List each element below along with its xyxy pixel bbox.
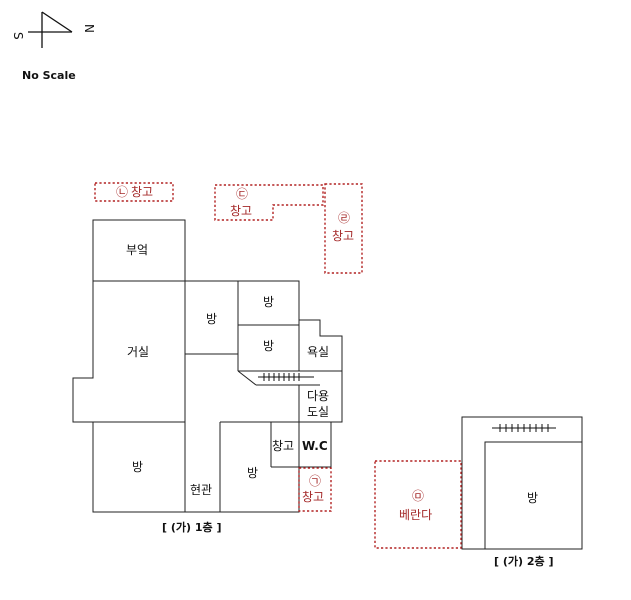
balcony-mark: ㉤ <box>412 489 424 503</box>
annex-storage-a <box>298 467 332 512</box>
balcony <box>374 460 462 549</box>
annex-d-mark: ㉣ <box>338 211 350 225</box>
compass-north: N <box>82 24 96 33</box>
room-wc: W.C <box>302 439 328 453</box>
compass-south: S <box>11 32 25 40</box>
room-bathroom: 욕실 <box>307 345 329 359</box>
floor2-room-label: 방 <box>527 491 538 505</box>
stairs-icon-floor2 <box>492 424 556 432</box>
floor2-room <box>484 441 583 550</box>
annex-storage-c <box>214 184 324 221</box>
floor1-walls <box>72 219 343 513</box>
room-storage: 창고 <box>272 439 294 453</box>
room-middle-right: 방 <box>263 339 274 353</box>
annex-c-mark: ㉢ <box>236 187 248 201</box>
annex-c-label: 창고 <box>230 204 252 218</box>
floor1-caption: [ (가) 1층 ] <box>162 520 222 534</box>
annex-b-label: 창고 <box>131 185 153 199</box>
compass-icon <box>28 11 73 48</box>
room-multi-line2: 도실 <box>307 405 329 419</box>
annex-storage-d <box>324 183 363 274</box>
room-bottom-left: 방 <box>132 460 143 474</box>
room-entrance: 현관 <box>190 483 212 497</box>
floor2-outline <box>461 416 583 550</box>
room-living: 거실 <box>127 345 149 359</box>
floor2-caption: [ (가) 2층 ] <box>494 554 554 568</box>
annex-d-label: 창고 <box>332 229 354 243</box>
room-multi-line1: 다용 <box>307 389 329 403</box>
annex-a-mark: ㉠ <box>309 474 321 488</box>
stairs-icon <box>258 373 314 381</box>
room-bottom-center: 방 <box>247 466 258 480</box>
room-center: 방 <box>206 312 217 326</box>
balcony-label: 베란다 <box>399 508 432 522</box>
room-upper-right: 방 <box>263 295 274 309</box>
annex-a-label: 창고 <box>302 490 324 504</box>
annex-b-mark: ㉡ <box>116 185 128 199</box>
scale-note: No Scale <box>22 69 76 82</box>
room-kitchen: 부엌 <box>126 243 148 257</box>
